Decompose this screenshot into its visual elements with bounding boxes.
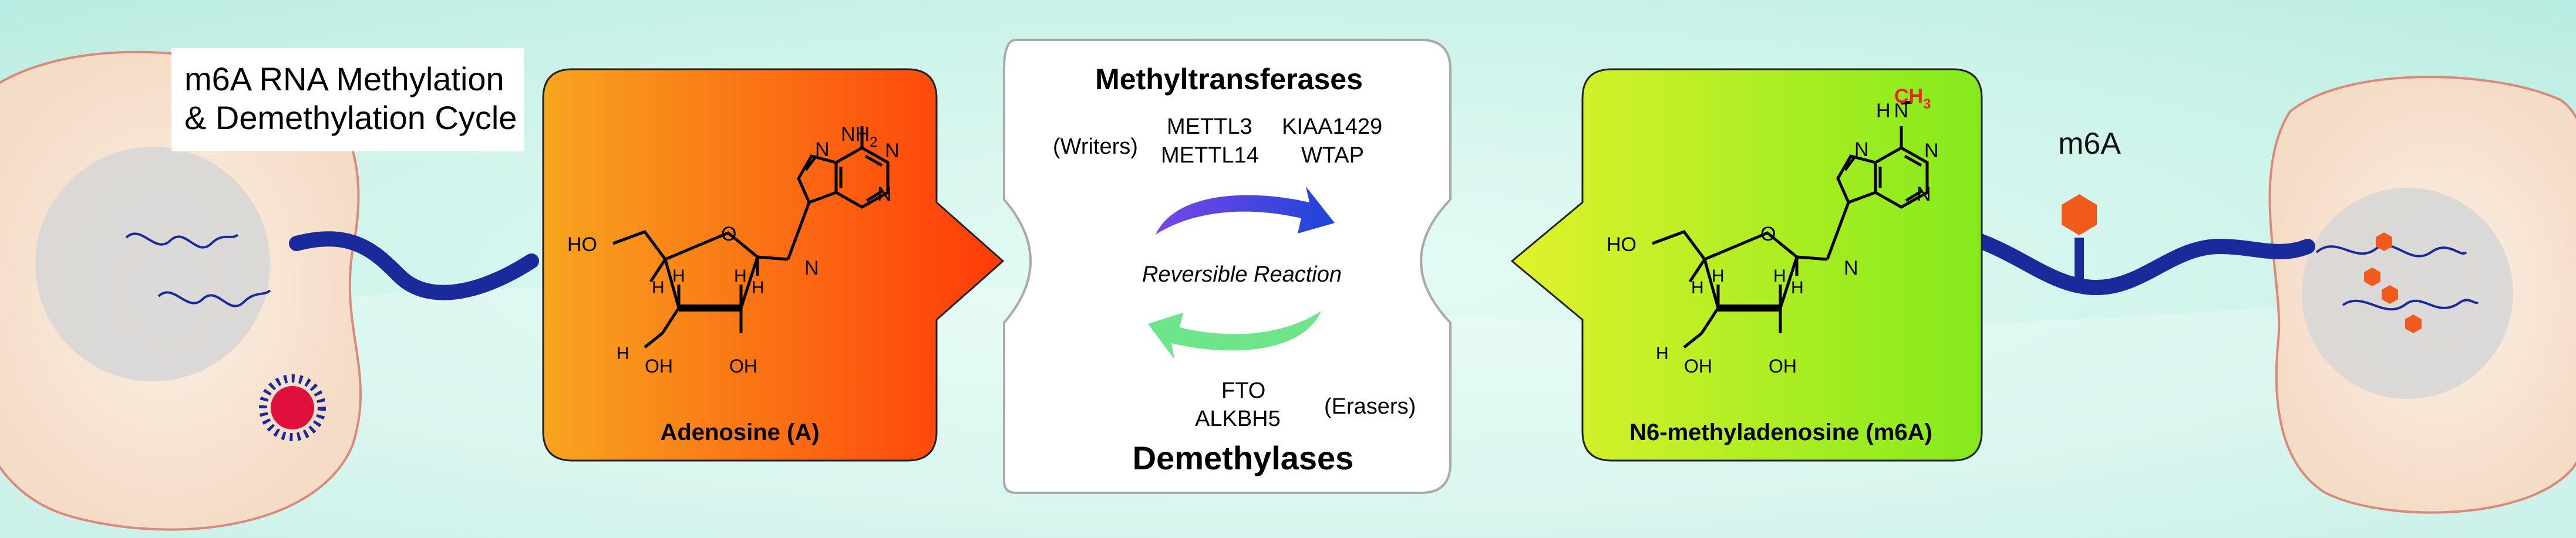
left-rna-ribbon	[289, 231, 539, 300]
right-cell	[2268, 76, 2576, 514]
right-rna-ribbon	[1971, 233, 2315, 296]
reaction-panel: Methyltransferases (Writers) METTL3 METT…	[1003, 39, 1452, 494]
m6a-n7-label: N	[1854, 138, 1869, 161]
m6a-label: N6-methyladenosine (m6A)	[1629, 419, 1932, 445]
right-methyl-mark-icon	[2376, 232, 2392, 251]
eraser-enzyme-fto: FTO	[1221, 378, 1265, 403]
right-mrna-strand-2	[2342, 299, 2479, 311]
title-box: m6A RNA Methylation & Demethylation Cycl…	[171, 48, 524, 151]
writer-enzyme-mettl3: METTL3	[1167, 114, 1252, 139]
m6a-h-label: H	[1691, 278, 1704, 297]
methyltransferases-heading: Methyltransferases	[1095, 63, 1363, 96]
m6a-ho-label: HO	[1607, 234, 1636, 256]
m6a-ring-oxygen-label: O	[1760, 223, 1776, 245]
right-methyl-mark-icon	[2382, 285, 2398, 304]
writers-tag: (Writers)	[1053, 134, 1138, 159]
adenosine-h-label: H	[752, 278, 765, 297]
left-cell-nucleus	[35, 147, 270, 381]
m6a-card	[1510, 68, 1983, 462]
adenosine-card	[542, 68, 1005, 462]
m6a-oh-label: OH	[1684, 356, 1712, 377]
adenosine-ho-label: HO	[567, 234, 597, 256]
right-mrna-strand-1	[2315, 244, 2467, 258]
adenosine-label: Adenosine (A)	[660, 419, 819, 445]
adenosine-panel: NH2 N N N N HO O H H H H H OH OH Adenosi…	[542, 68, 1005, 462]
erasers-tag: (Erasers)	[1324, 394, 1416, 419]
right-methyl-mark-icon	[2405, 314, 2422, 333]
adenosine-amine-label: NH2	[841, 123, 877, 150]
adenosine-n1-label: N	[885, 140, 900, 162]
adenosine-structure	[612, 126, 890, 348]
reversible-reaction-label: Reversible Reaction	[1142, 262, 1342, 287]
adenosine-ring-oxygen-label: O	[721, 223, 736, 245]
left-mrna-strand-2	[157, 289, 271, 307]
virus-particle-icon	[259, 374, 326, 441]
m6a-h-label: H	[1712, 266, 1725, 286]
left-mrna-strand-1	[125, 232, 239, 249]
m6a-n9-label: N	[1844, 257, 1858, 279]
writer-enzyme-wtap: WTAP	[1301, 143, 1364, 168]
m6a-structure	[1652, 100, 1929, 348]
m6a-h-label: H	[1773, 266, 1786, 286]
adenosine-h-label: H	[672, 266, 685, 286]
title-line-2: & Demethylation Cycle	[184, 99, 517, 136]
methylation-arrow-icon	[1156, 187, 1335, 235]
m6a-n1-label: N	[1924, 140, 1939, 162]
right-cell-nucleus	[2302, 188, 2513, 399]
adenosine-n9-label: N	[804, 257, 819, 279]
m6a-h-label: H	[1791, 278, 1804, 297]
m6a-hexagon-mark-icon	[2062, 194, 2097, 235]
adenosine-oh-label: OH	[729, 356, 757, 377]
adenosine-h-label: H	[617, 344, 629, 363]
methyl-group-label: CH3	[1894, 85, 1931, 112]
adenosine-n3-label: N	[877, 183, 892, 205]
left-cell	[0, 50, 362, 531]
title-line-1: m6A RNA Methylation	[184, 60, 504, 97]
m6a-mark-label: m6A	[2058, 127, 2121, 161]
writer-enzyme-kiaa1429: KIAA1429	[1282, 114, 1382, 139]
writer-enzyme-mettl14: METTL14	[1161, 143, 1259, 168]
demethylation-arrow-icon	[1148, 311, 1321, 359]
m6a-oh-label: OH	[1769, 356, 1797, 377]
adenosine-h-label: H	[652, 278, 665, 297]
m6a-n3-label: N	[1917, 183, 1931, 205]
adenosine-n7-label: N	[815, 138, 830, 161]
adenosine-h-label: H	[734, 266, 747, 286]
m6a-h-label: H	[1656, 344, 1669, 363]
demethylases-heading: Demethylases	[1133, 439, 1354, 476]
m6a-mark-stalk	[2075, 238, 2084, 285]
right-methyl-mark-icon	[2364, 268, 2380, 286]
reaction-card	[1003, 39, 1452, 494]
adenosine-oh-label: OH	[645, 356, 673, 377]
eraser-enzyme-alkbh5: ALKBH5	[1195, 407, 1281, 431]
